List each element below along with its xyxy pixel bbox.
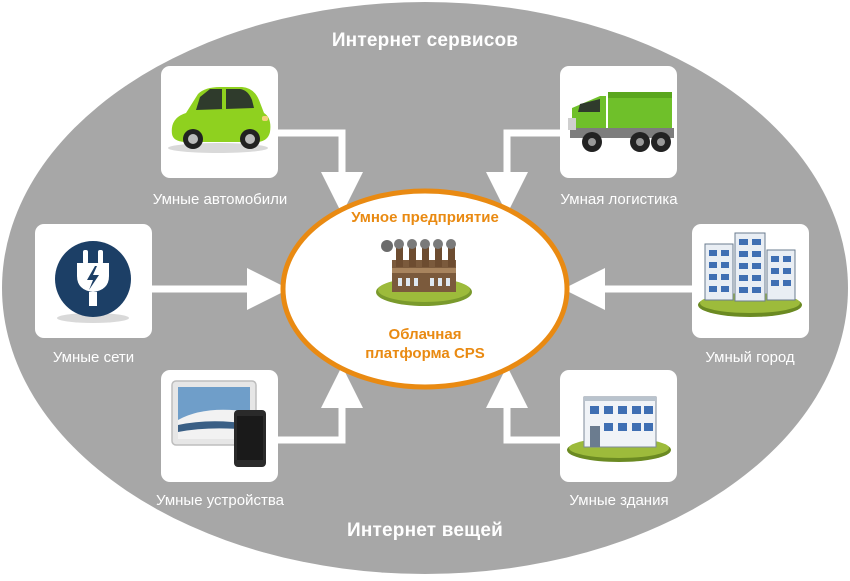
car-icon — [168, 87, 271, 153]
power-plug-icon — [55, 241, 131, 323]
connector-devices — [278, 366, 363, 444]
dump-truck-icon — [568, 92, 674, 152]
connector-logistics — [486, 129, 560, 214]
label-city: Умный город — [705, 349, 795, 366]
center-subtitle-line2: платформа CPS — [365, 345, 485, 362]
center-title: Умное предприятие — [351, 209, 499, 226]
label-grids: Умные сети — [52, 349, 135, 366]
factory-icon — [376, 239, 472, 306]
label-buildings: Умные здания — [569, 492, 669, 509]
label-logistics: Умная логистика — [560, 191, 678, 208]
label-devices: Умные устройства — [155, 492, 285, 509]
building-icon — [567, 396, 671, 462]
connector-buildings — [486, 366, 560, 444]
connector-cars — [278, 129, 363, 214]
connectors — [152, 129, 692, 444]
label-cars: Умные автомобили — [152, 191, 288, 208]
tablet-phone-icon — [171, 380, 266, 467]
city-buildings-icon — [698, 232, 802, 317]
top-title: Интернет сервисов — [331, 30, 519, 51]
center-subtitle-line1: Облачная — [388, 326, 462, 343]
bottom-title: Интернет вещей — [346, 520, 504, 541]
